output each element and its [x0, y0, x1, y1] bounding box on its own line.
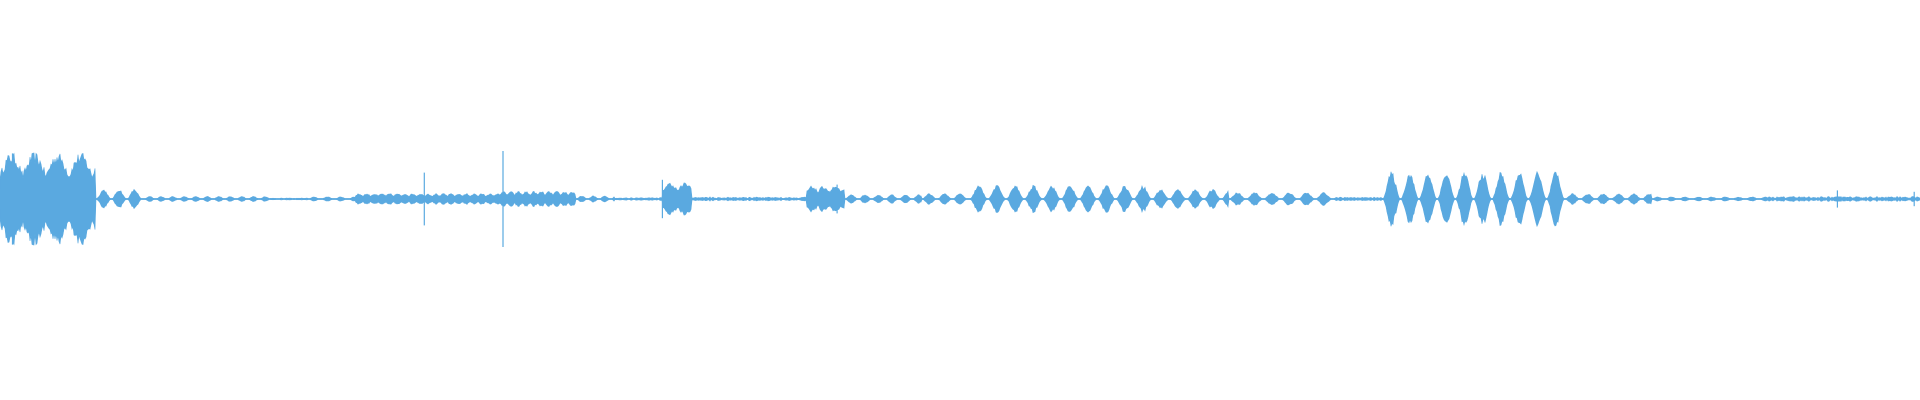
waveform-envelope [0, 152, 1920, 246]
waveform-spikes [11, 151, 1915, 247]
